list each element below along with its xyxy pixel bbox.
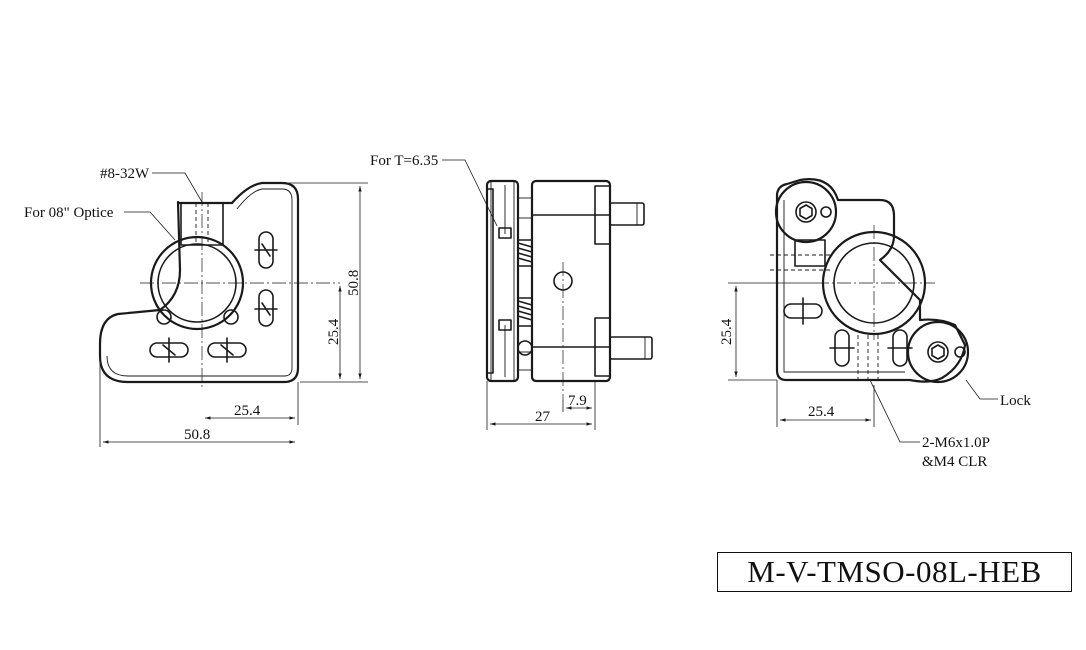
lock-knob-upper [774, 180, 838, 244]
dim-front-width-total: 50.8 [184, 427, 210, 443]
spring-upper [517, 239, 533, 267]
front-plate-outline [98, 181, 300, 384]
dim-side-depth: 27 [535, 409, 551, 425]
adjuster-screw-upper [254, 231, 278, 269]
spring-lower [517, 297, 533, 327]
dim-front-height-center: 25.4 [326, 318, 342, 345]
back-adjuster-lower [829, 329, 855, 367]
adjuster-screw-bottom-right [207, 337, 247, 363]
back-adjuster-upper [783, 297, 823, 325]
callout-holes-line1: 2-M6x1.0P [922, 435, 990, 451]
dim-front-height-total: 50.8 [346, 270, 362, 296]
part-number: M-V-TMSO-08L-HEB [747, 554, 1042, 589]
lock-knob-lower [906, 320, 970, 384]
callout-optic: For 08" Optice [24, 205, 114, 221]
dim-back-width-center: 25.4 [808, 404, 835, 420]
adjuster-shaft-upper [609, 202, 645, 226]
callout-lock: Lock [1000, 393, 1031, 409]
dim-back-height-center: 25.4 [719, 318, 735, 345]
dim-side-offset: 7.9 [568, 393, 587, 409]
side-view: For T=6.35 27 7.9 [370, 153, 653, 430]
adjuster-screw-middle [254, 289, 278, 327]
dim-front-width-center: 25.4 [234, 403, 261, 419]
callout-holes-line2: &M4 CLR [922, 454, 987, 470]
adjuster-screw-bottom-left [149, 337, 189, 363]
callout-thread: #8-32W [100, 166, 150, 182]
back-view: 25.4 25.4 Lock 2-M6x1.0P &M4 CLR [719, 178, 1031, 470]
back-plate-outline [775, 178, 967, 383]
side-front-plate [485, 179, 520, 383]
callout-thickness: For T=6.35 [370, 153, 438, 169]
part-number-title-block: M-V-TMSO-08L-HEB [717, 552, 1072, 592]
side-back-plate [530, 179, 612, 383]
front-view: #8-32W For 08" Optice 50.8 25.4 25.4 50.… [24, 166, 368, 447]
adjuster-shaft-lower [609, 336, 653, 360]
back-adjuster-right [887, 329, 913, 367]
